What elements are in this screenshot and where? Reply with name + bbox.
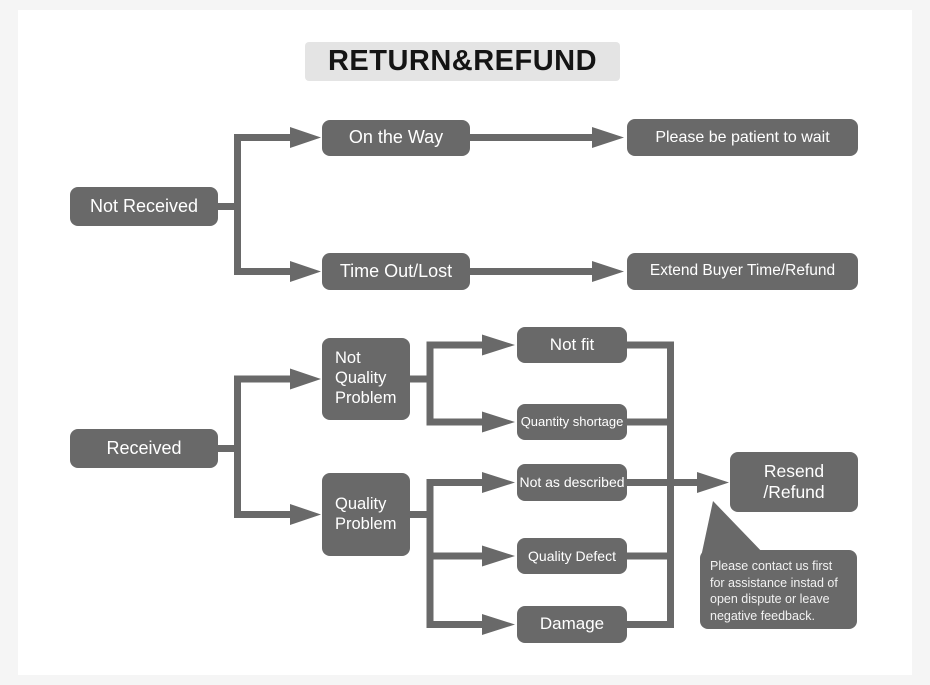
node-not-as-described: Not as described <box>517 464 627 501</box>
node-resend-refund: Resend /Refund <box>730 452 858 512</box>
node-on-the-way: On the Way <box>322 120 470 156</box>
edge-on-the-way-to-please-be-patient <box>470 127 624 148</box>
branch-not-quality-problem <box>410 341 434 426</box>
page-title: RETURN&REFUND <box>305 42 620 81</box>
edge-not-received-to-on-the-way <box>234 127 321 148</box>
node-not-fit: Not fit <box>517 327 627 363</box>
edge-quality-problem-to-not-as-described <box>426 472 515 493</box>
node-quantity-shortage: Quantity shortage <box>517 404 627 440</box>
note-bubble: Please contact us first for assistance i… <box>700 550 857 629</box>
edge-quality-problem-to-damage <box>426 614 515 635</box>
edge-rail-to-resend-refund <box>670 472 729 493</box>
node-quality-problem: Quality Problem <box>322 473 410 556</box>
edge-quality-problem-to-quality-defect <box>426 545 515 567</box>
node-quality-defect: Quality Defect <box>517 538 627 574</box>
node-received: Received <box>70 429 218 468</box>
edge-received-to-not-quality-problem <box>234 368 321 390</box>
node-not-received: Not Received <box>70 187 218 226</box>
edge-not-quality-problem-to-not-fit <box>426 334 515 356</box>
edge-not-received-to-time-out-lost <box>234 261 321 282</box>
branch-not-received <box>218 134 241 275</box>
branch-received <box>218 375 241 518</box>
node-extend-buyer-refund: Extend Buyer Time/Refund <box>627 253 858 290</box>
edge-not-quality-problem-to-quantity-shortage <box>426 411 515 433</box>
join-rail-to-resend <box>627 341 674 628</box>
note-bubble-tail <box>701 501 767 557</box>
node-time-out-lost: Time Out/Lost <box>322 253 470 290</box>
edge-received-to-quality-problem <box>234 504 321 525</box>
node-damage: Damage <box>517 606 627 643</box>
edge-time-out-lost-to-extend-buyer <box>470 261 624 282</box>
node-please-be-patient: Please be patient to wait <box>627 119 858 156</box>
node-not-quality-problem: Not Quality Problem <box>322 338 410 420</box>
